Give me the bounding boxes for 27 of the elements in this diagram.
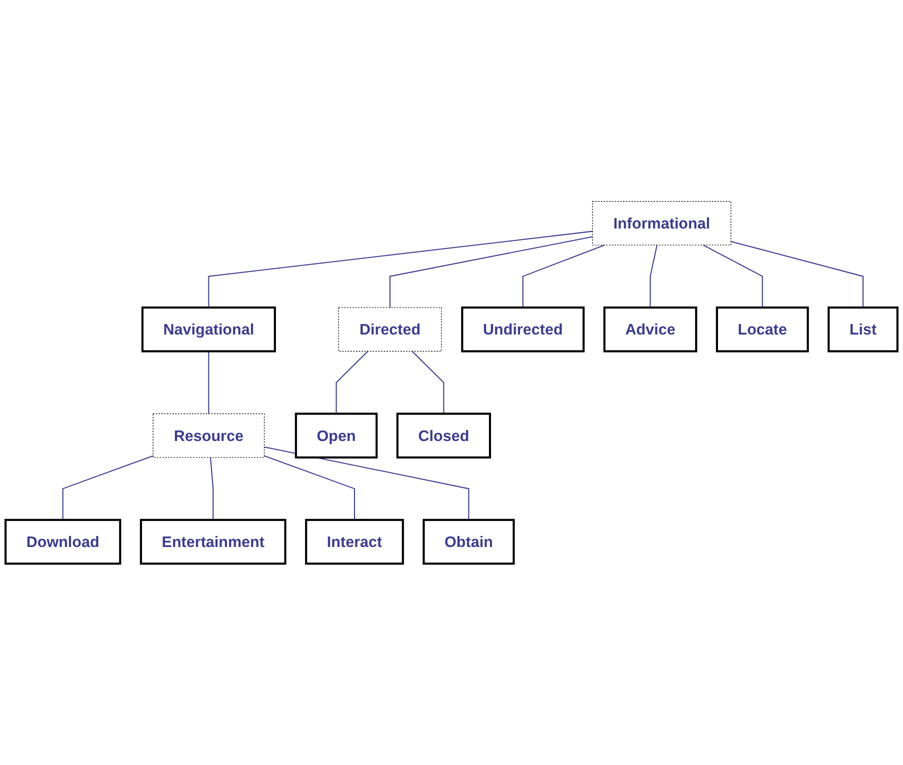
connector: [389, 236, 593, 308]
node-box: Obtain: [422, 518, 515, 565]
connector: [730, 240, 864, 308]
connector: [210, 457, 214, 520]
node-box: Resource: [152, 413, 265, 458]
connector: [62, 455, 154, 520]
node-box: Navigational: [141, 306, 276, 352]
node-box: Directed: [338, 307, 442, 352]
node-box: Locate: [716, 306, 809, 352]
node-box: Interact: [305, 518, 404, 565]
node-box: Open: [294, 412, 378, 458]
node-box: Advice: [603, 306, 698, 352]
connector: [650, 244, 658, 308]
connector: [412, 350, 444, 414]
connector: [702, 244, 763, 308]
node-box: Entertainment: [140, 518, 286, 565]
node-box: Closed: [396, 412, 492, 458]
connector: [522, 244, 605, 308]
connector: [336, 350, 368, 414]
node-box: Download: [4, 518, 122, 565]
node-box: Undirected: [461, 306, 585, 352]
connector: [208, 351, 210, 414]
connector: [208, 230, 593, 308]
connector: [264, 455, 356, 520]
node-box: Informational: [592, 201, 732, 246]
connector: [264, 446, 470, 520]
node-box: List: [828, 306, 898, 352]
